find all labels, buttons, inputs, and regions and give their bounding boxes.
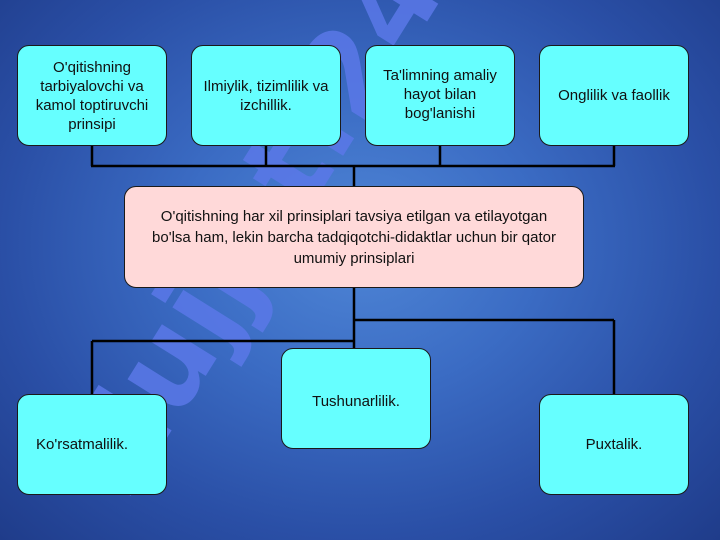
principle-box-5: Ko'rsatmalilik. [17, 394, 167, 495]
principle-box-1: O'qitishning tarbiyalovchi va kamol topt… [17, 45, 167, 146]
principle-box-6-label: Tushunarlilik. [312, 393, 400, 410]
principle-box-2-label: Ilmiylik, tizimlilik va izchillik. [203, 77, 329, 114]
central-concept-label: O'qitishning har xil prinsiplari tavsiya… [152, 207, 556, 267]
principle-box-4: Onglilik va faollik [539, 45, 689, 146]
principle-box-3-label: Ta'limning amaliy hayot bilan bog'lanish… [383, 67, 497, 122]
principle-box-6: Tushunarlilik. [281, 348, 431, 449]
principle-box-2: Ilmiylik, tizimlilik va izchillik. [191, 45, 341, 146]
central-concept-box: O'qitishning har xil prinsiplari tavsiya… [124, 186, 584, 288]
principle-box-4-label: Onglilik va faollik [558, 87, 670, 104]
principle-box-1-label: O'qitishning tarbiyalovchi va kamol topt… [35, 58, 149, 133]
principle-box-5-label: Ko'rsatmalilik. [36, 436, 129, 453]
principle-box-7: Puxtalik. [539, 394, 689, 495]
principle-box-7-label: Puxtalik. [585, 436, 643, 453]
principle-box-3: Ta'limning amaliy hayot bilan bog'lanish… [365, 45, 515, 146]
